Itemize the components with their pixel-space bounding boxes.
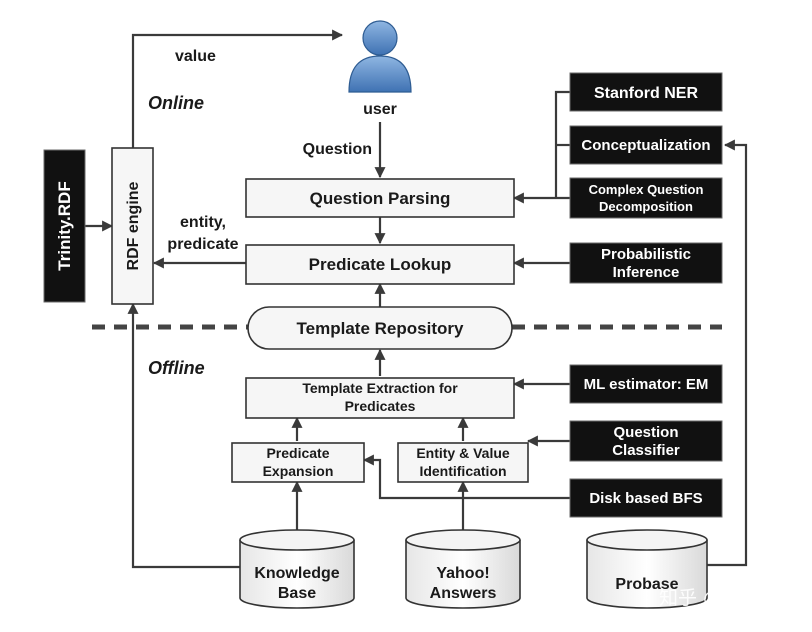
conceptualization-box: Conceptualization	[569, 125, 723, 165]
predicate-lookup-box: Predicate Lookup	[245, 244, 515, 285]
question-parsing-label: Question Parsing	[310, 189, 451, 208]
question-classifier-label-line2: Classifier	[612, 442, 680, 459]
template-extraction-box: Template Extraction for Predicates	[245, 377, 515, 419]
yahoo-answers-label-line2: Answers	[430, 585, 497, 602]
rdf-engine-box: RDF engine	[111, 147, 154, 305]
template-extraction-label-line2: Predicates	[345, 398, 416, 414]
predicate-expansion-box: Predicate Expansion	[231, 442, 365, 483]
question-label: Question	[303, 141, 372, 158]
predicate-expansion-label-line1: Predicate	[266, 445, 329, 461]
yahoo-answers-label-line1: Yahoo!	[436, 565, 489, 582]
disk-based-bfs-box: Disk based BFS	[569, 478, 723, 518]
question-parsing-box: Question Parsing	[245, 178, 515, 218]
user-icon	[348, 20, 412, 93]
user-label: user	[363, 101, 397, 118]
complex-question-label-line1: Complex Question	[589, 182, 704, 197]
rdf-engine-label: RDF engine	[125, 181, 142, 270]
disk-based-bfs-label: Disk based BFS	[589, 490, 702, 507]
entity-value-label-line2: Identification	[419, 463, 506, 479]
knowledge-base-label-line2: Base	[278, 585, 316, 602]
ml-estimator-box: ML estimator: EM	[569, 364, 723, 404]
probase-cylinder: Probase	[586, 529, 708, 609]
probabilistic-inference-box: Probabilistic Inference	[569, 242, 723, 284]
question-classifier-box: Question Classifier	[569, 420, 723, 462]
stanford-ner-label: Stanford NER	[594, 85, 698, 102]
connector-lines	[85, 29, 748, 569]
yahoo-answers-cylinder: Yahoo! Answers	[405, 529, 521, 609]
knowledge-base-cylinder: Knowledge Base	[239, 529, 355, 609]
trinity-rdf-box: Trinity.RDF	[43, 149, 86, 303]
trinity-rdf-label: Trinity.RDF	[55, 181, 74, 270]
predicate-lookup-label: Predicate Lookup	[309, 255, 452, 274]
value-label: value	[175, 48, 216, 65]
offline-label: Offline	[148, 358, 205, 378]
probabilistic-inference-label-line1: Probabilistic	[601, 246, 691, 263]
template-extraction-label-line1: Template Extraction for	[302, 380, 458, 396]
entity-predicate-label-line1: entity,	[180, 214, 226, 231]
online-label: Online	[148, 93, 204, 113]
entity-predicate-label-line2: predicate	[167, 236, 238, 253]
predicate-expansion-label-line2: Expansion	[263, 463, 334, 479]
entity-value-label-line1: Entity & Value	[416, 445, 510, 461]
knowledge-base-label-line1: Knowledge	[254, 565, 339, 582]
ml-estimator-label: ML estimator: EM	[584, 376, 709, 393]
probase-label: Probase	[615, 576, 678, 593]
watermark-text: 知乎 @gaojing	[659, 587, 792, 609]
entity-value-identification-box: Entity & Value Identification	[397, 442, 529, 483]
template-repository-box: Template Repository	[247, 306, 513, 350]
template-repository-label: Template Repository	[297, 319, 464, 338]
probabilistic-inference-label-line2: Inference	[613, 264, 680, 281]
conceptualization-label: Conceptualization	[581, 137, 710, 154]
complex-question-label-line2: Decomposition	[599, 199, 693, 214]
stanford-ner-box: Stanford NER	[569, 72, 723, 112]
question-classifier-label-line1: Question	[613, 424, 678, 441]
complex-question-decomposition-box: Complex Question Decomposition	[569, 177, 723, 219]
